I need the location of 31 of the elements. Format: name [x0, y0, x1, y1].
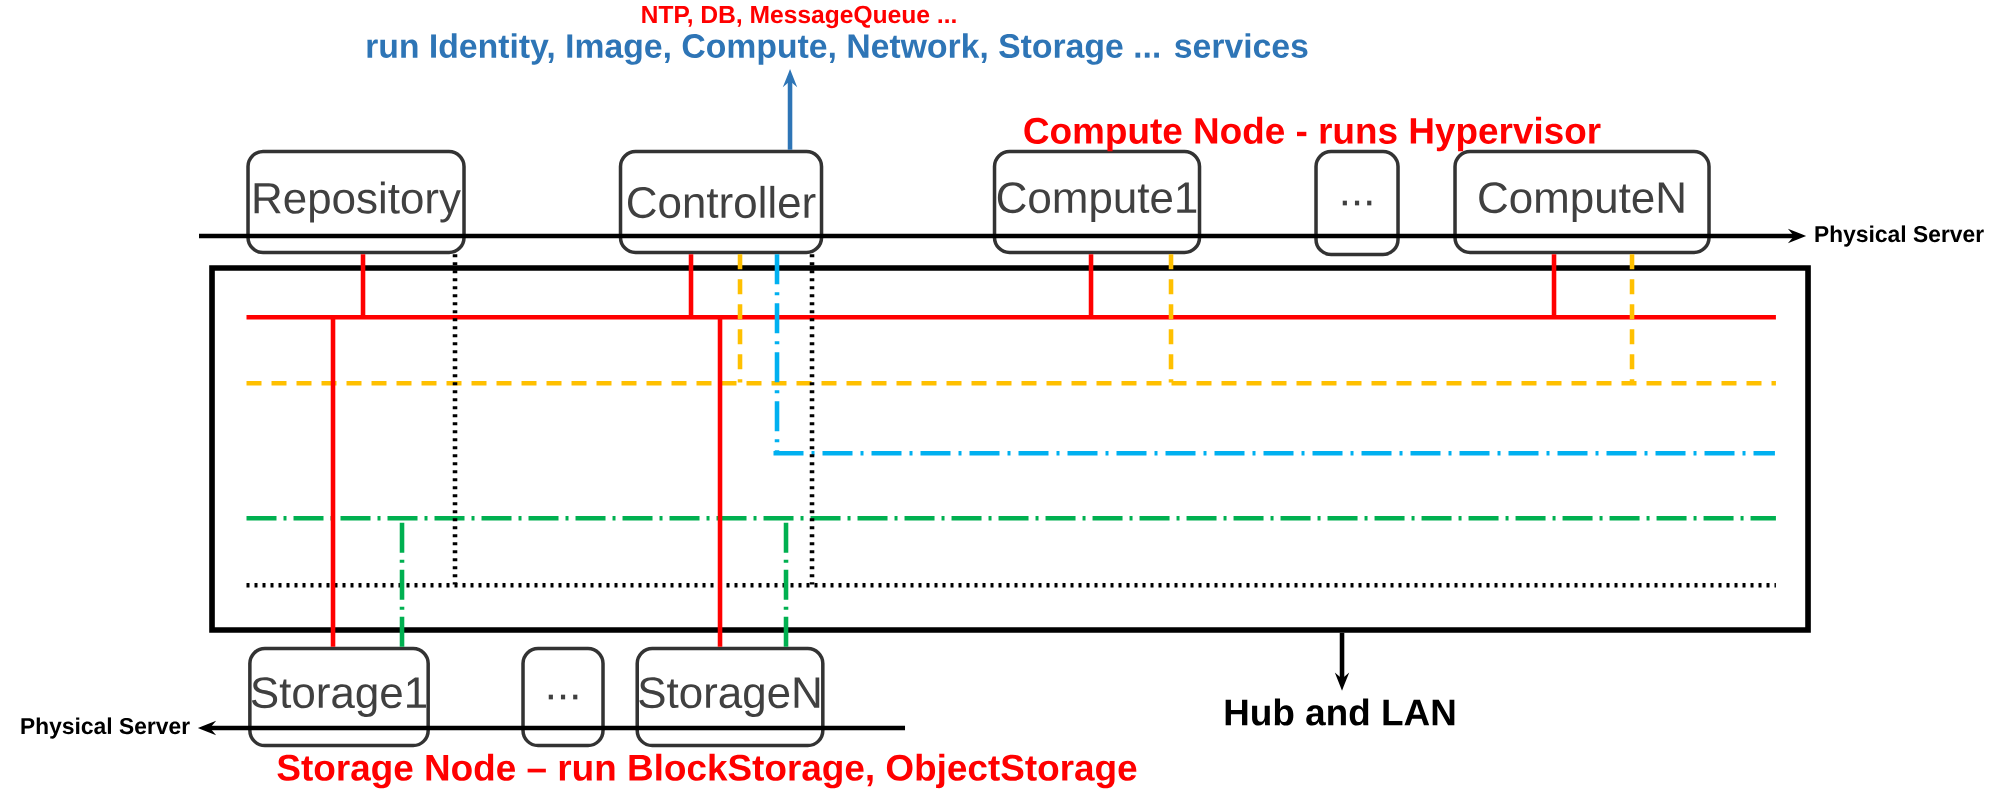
server-box: Storage1: [248, 646, 430, 748]
side-label: Physical Server: [21, 717, 190, 739]
network-line: [246, 515, 1776, 521]
server-box: StorageN: [635, 646, 825, 748]
server-box: Repository: [246, 149, 466, 255]
network-frame: [209, 265, 1811, 633]
group-title: Storage Node – run BlockStorage, ObjectStorage: [277, 753, 1137, 789]
hub-label: Hub and LAN: [1225, 698, 1455, 726]
connector-line: [737, 254, 743, 383]
connector-line: [330, 317, 336, 647]
connector-line: [452, 254, 458, 585]
server-box: ...: [1314, 149, 1400, 257]
connector-line: [1168, 254, 1174, 383]
side-label: Physical Server: [1815, 225, 1984, 247]
network-line: [773, 450, 1775, 456]
network-line: [246, 314, 1776, 320]
connector-line: [809, 254, 815, 585]
services-text: run Identity, Image, Compute, Network, Storage ... services: [367, 33, 1308, 65]
connector-line: [688, 254, 694, 317]
network-line: [246, 380, 1776, 386]
connector-line: [1088, 254, 1094, 317]
network-line: [246, 582, 1776, 588]
server-box: Controller: [618, 149, 824, 255]
note-text: NTP, DB, MessageQueue ...: [642, 5, 956, 29]
server-box: ...: [521, 646, 605, 748]
connector-line: [774, 254, 780, 453]
group-title: Compute Node - runs Hypervisor: [1024, 116, 1601, 152]
connector-line: [1629, 254, 1635, 383]
connector-line: [1551, 254, 1557, 317]
connector-line: [717, 317, 723, 647]
connector-line: [360, 254, 366, 317]
